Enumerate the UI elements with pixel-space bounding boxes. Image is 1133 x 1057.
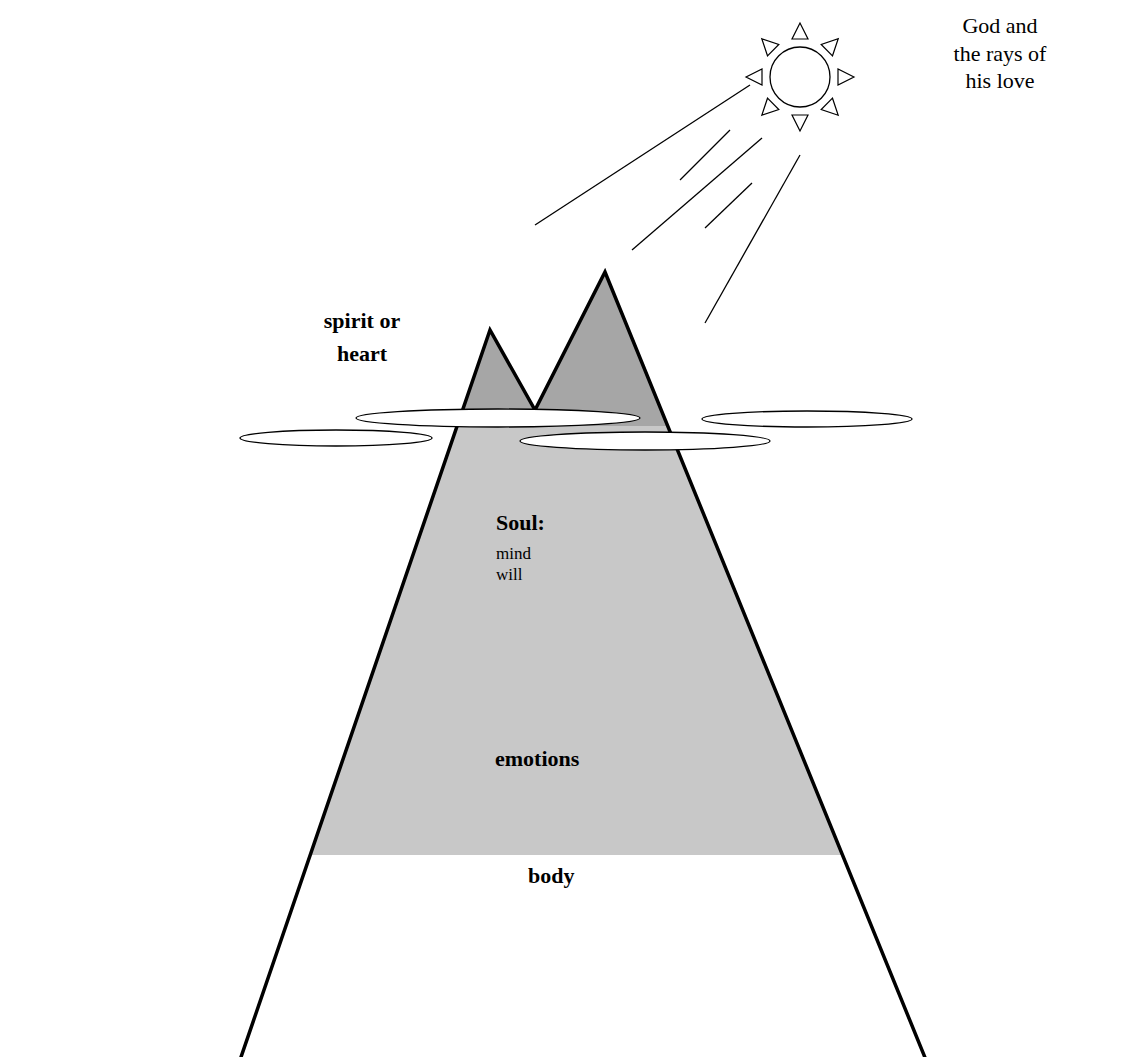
body-band xyxy=(240,855,926,1057)
soul-part: will xyxy=(496,565,522,585)
cloud xyxy=(520,432,770,450)
body-label: body xyxy=(528,863,574,889)
sun-caption: God and the rays of his love xyxy=(948,12,1052,95)
soul-part: mind xyxy=(496,544,531,564)
spirit-label: spirit or heart xyxy=(312,304,412,370)
love-rays xyxy=(535,85,800,323)
spirit-caption: spirit or heart xyxy=(312,304,412,370)
soul-band xyxy=(240,272,926,1057)
soul-heading: Soul: xyxy=(496,510,545,536)
mountain-outline xyxy=(240,272,926,1057)
soul-part: emotions xyxy=(495,746,579,772)
cloud xyxy=(702,411,912,427)
cloud xyxy=(240,430,432,446)
cloud xyxy=(356,409,640,427)
spirit-peaks xyxy=(240,272,926,426)
sun-circle xyxy=(770,47,830,107)
body-region: body xyxy=(528,863,575,890)
sun-label: God and the rays of his love xyxy=(948,12,1052,95)
soul-region: Soul: mindwill emotions xyxy=(496,510,580,773)
sun-rays-triangles xyxy=(746,23,854,131)
